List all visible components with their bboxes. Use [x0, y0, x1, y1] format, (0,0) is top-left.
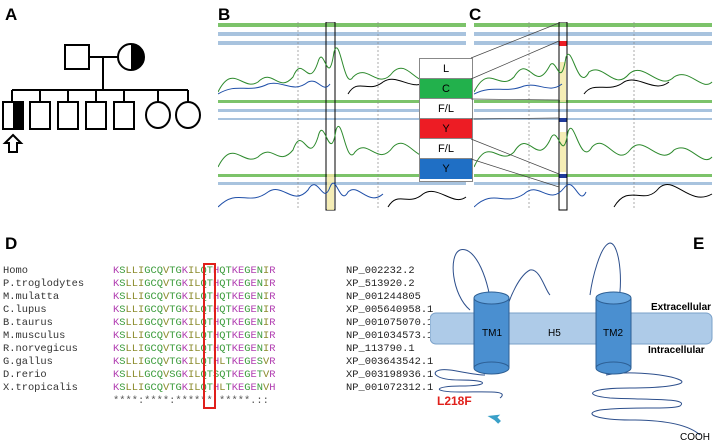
panel-label-c: C [469, 5, 482, 24]
tm1-label: TM1 [482, 328, 502, 339]
topology-diagram: Extracellular Intracellular TM1 TM2 H5 L… [430, 242, 713, 440]
legend-item-3: F/L [420, 99, 472, 119]
chromatogram-c-variant-marks [559, 41, 567, 178]
tm2-helix [595, 291, 632, 375]
c-terminus-label: COOH [680, 432, 710, 440]
conserved-residue-highlight [203, 263, 216, 409]
chromatogram-b-traces [218, 47, 467, 208]
chromatogram-b-tracks [218, 23, 466, 185]
accession-number: NP_001244805 [346, 291, 421, 303]
pedigree-sibling-4 [85, 101, 107, 130]
pedigree-chart [2, 43, 201, 153]
sequence-row: KSLLIGCQVTGKILQTHQTKEGENIR [113, 343, 276, 355]
pedigree-sibling-7 [175, 101, 201, 129]
panel-label-d: D [5, 234, 18, 253]
accession-number: NP_002232.2 [346, 265, 415, 277]
protein-chain [434, 242, 701, 436]
legend-item-5: F/L [420, 139, 472, 159]
genotype-legend: L C F/L Y F/L Y [419, 58, 473, 182]
sequence-row: KSLLLGCQVSGKILQTSQTKEGETVR [113, 369, 276, 381]
species-name: R.norvegicus [3, 343, 78, 355]
species-name: C.lupus [3, 304, 47, 316]
species-name: D.rerio [3, 369, 47, 381]
chromatogram-b-gridlines [297, 22, 379, 210]
legend-connector-lines [470, 22, 560, 188]
intracellular-label: Intracellular [648, 345, 705, 356]
pedigree-sibling-6 [145, 101, 171, 129]
sequence-row: KSLLIGCQVTGKILQTHQTKEGENIR [113, 278, 276, 290]
pedigree-mother-half-fill [131, 44, 144, 70]
sequence-alignment: Homo P.troglodytes M.mulatta C.lupus B.t… [3, 263, 463, 437]
pedigree-sibling-2 [29, 101, 51, 130]
pedigree-sibling-5 [113, 101, 135, 130]
sequence-row: KSLLIGCQVTGKILQTHQTKEGENIR [113, 304, 276, 316]
sequence-row: KSLLIGCQVTGKILQTHLTKEGESVR [113, 356, 276, 368]
panel-label-e: E [693, 234, 705, 253]
species-name: X.tropicalis [3, 382, 78, 394]
species-name: Homo [3, 265, 28, 277]
tm1-helix [473, 291, 510, 375]
accession-number: XP_003643542.1 [346, 356, 434, 368]
h5-label: H5 [548, 328, 561, 339]
legend-item-4: Y [420, 119, 472, 139]
mutation-label: L218F [437, 394, 472, 408]
chromatogram-c [474, 22, 713, 211]
chromatogram-b [218, 22, 467, 211]
chromatogram-c-gridlines [528, 22, 635, 210]
legend-item-6: Y [420, 159, 472, 179]
mutation-arrow-icon [487, 414, 501, 424]
chromatogram-c-traces [474, 53, 713, 208]
membrane-bilayer [430, 312, 713, 345]
chromatogram-c-tracks [474, 23, 712, 185]
sequence-row: KSLLIGCQVTGKILQTHQTKEGENIR [113, 317, 276, 329]
accession-number: XP_005640958.1 [346, 304, 434, 316]
species-name: M.musculus [3, 330, 66, 342]
sequence-row: KSLLIGCQVTGKILQTHQTKEGENIR [113, 291, 276, 303]
species-name: B.taurus [3, 317, 53, 329]
tm2-label: TM2 [603, 328, 623, 339]
accession-number: NP_001072312.1 [346, 382, 434, 394]
chromatogram-c-highlight [558, 22, 568, 211]
accession-number: XP_513920.2 [346, 278, 415, 290]
accession-number: XP_003198936.1 [346, 369, 434, 381]
pedigree-sibling-3 [57, 101, 79, 130]
extracellular-label: Extracellular [651, 302, 711, 313]
pedigree-father [64, 44, 90, 70]
consensus-row: ****:****:****** *****.:: [113, 395, 269, 407]
sequence-row: KSLLIGCQVTGKILQTHQTKEGENIR [113, 265, 276, 277]
species-name: P.troglodytes [3, 278, 85, 290]
legend-item-1: L [420, 59, 472, 79]
accession-number: NP_001075070.1 [346, 317, 434, 329]
accession-number: NP_113790.1 [346, 343, 415, 355]
sequence-row: KSLLIGCQVTGKILQTHLTKEGENVH [113, 382, 276, 394]
proband-arrow-icon [2, 133, 24, 153]
legend-item-2: C [420, 79, 472, 99]
panel-label-a: A [5, 5, 18, 24]
sequence-row: KSLLIGCQVTGKILQTHQTKEGENIR [113, 330, 276, 342]
panel-label-b: B [218, 5, 231, 24]
species-name: G.gallus [3, 356, 53, 368]
species-name: M.mulatta [3, 291, 60, 303]
pedigree-proband-half-fill [13, 102, 23, 129]
accession-number: NP_001034573.1 [346, 330, 434, 342]
